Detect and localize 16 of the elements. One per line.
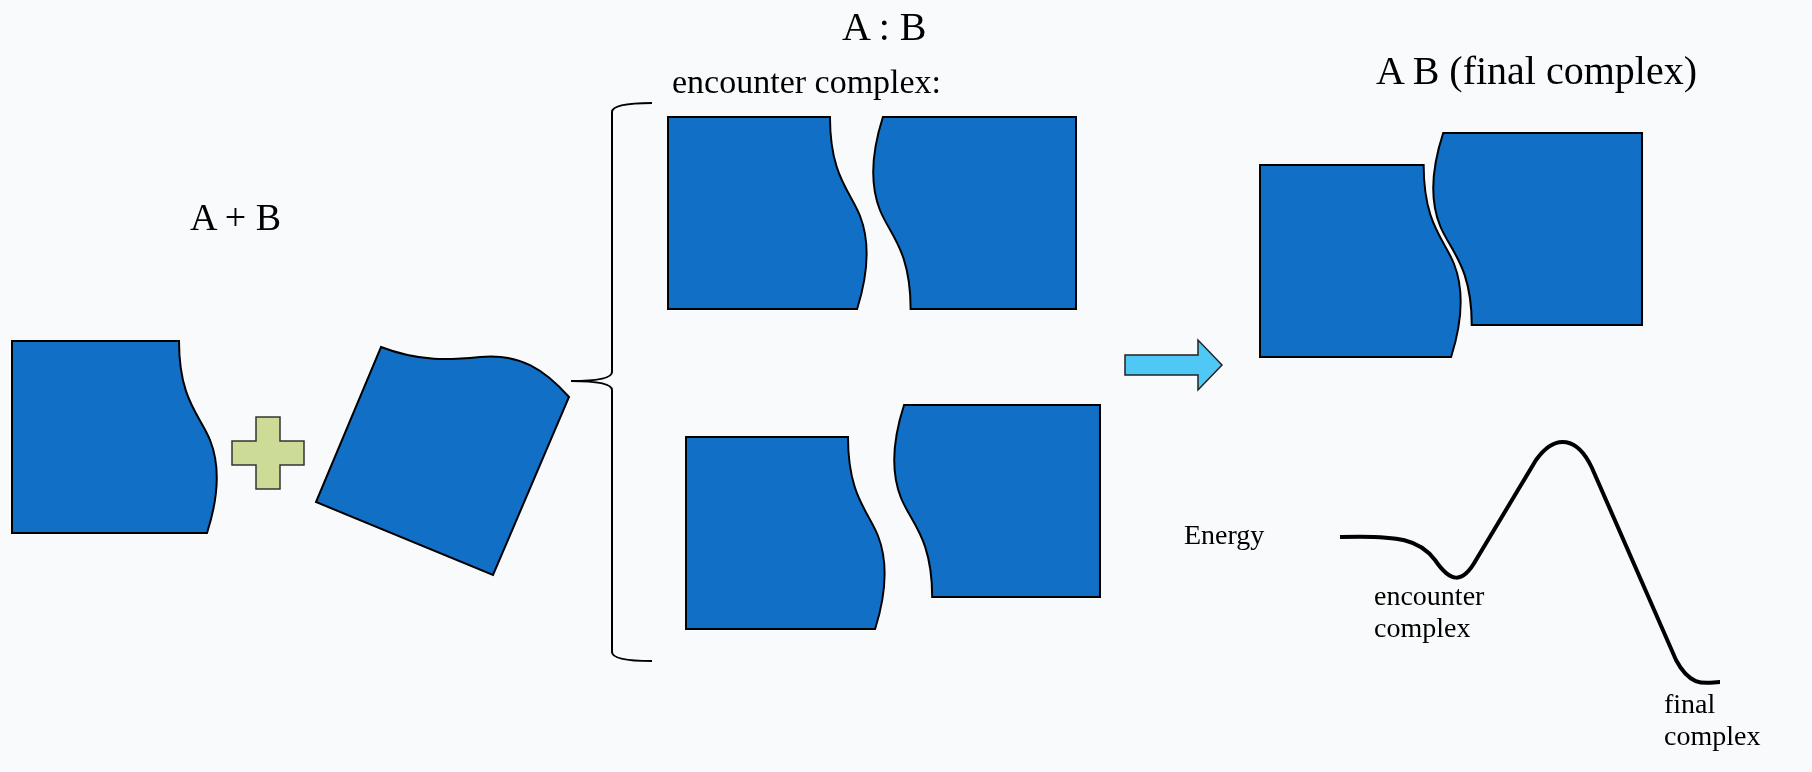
- curve-label: final complex: [1664, 688, 1762, 753]
- axis-label: Energy: [1184, 519, 1265, 552]
- protein-shape: [1432, 132, 1643, 326]
- protein-shape: [1259, 164, 1462, 358]
- protein-shape: [667, 116, 868, 310]
- protein-shape: [11, 340, 218, 534]
- heading: A + B: [190, 196, 282, 240]
- heading: encounter complex:: [672, 62, 942, 102]
- heading: A B (final complex): [1376, 48, 1698, 94]
- protein-shape: [315, 346, 570, 576]
- protein-shape: [872, 116, 1077, 310]
- protein-shape: [893, 404, 1101, 598]
- protein-shape: [685, 436, 886, 630]
- curve-label: encounter complex: [1374, 580, 1486, 645]
- heading: A : B: [842, 4, 927, 50]
- block-arrow: [1124, 338, 1224, 392]
